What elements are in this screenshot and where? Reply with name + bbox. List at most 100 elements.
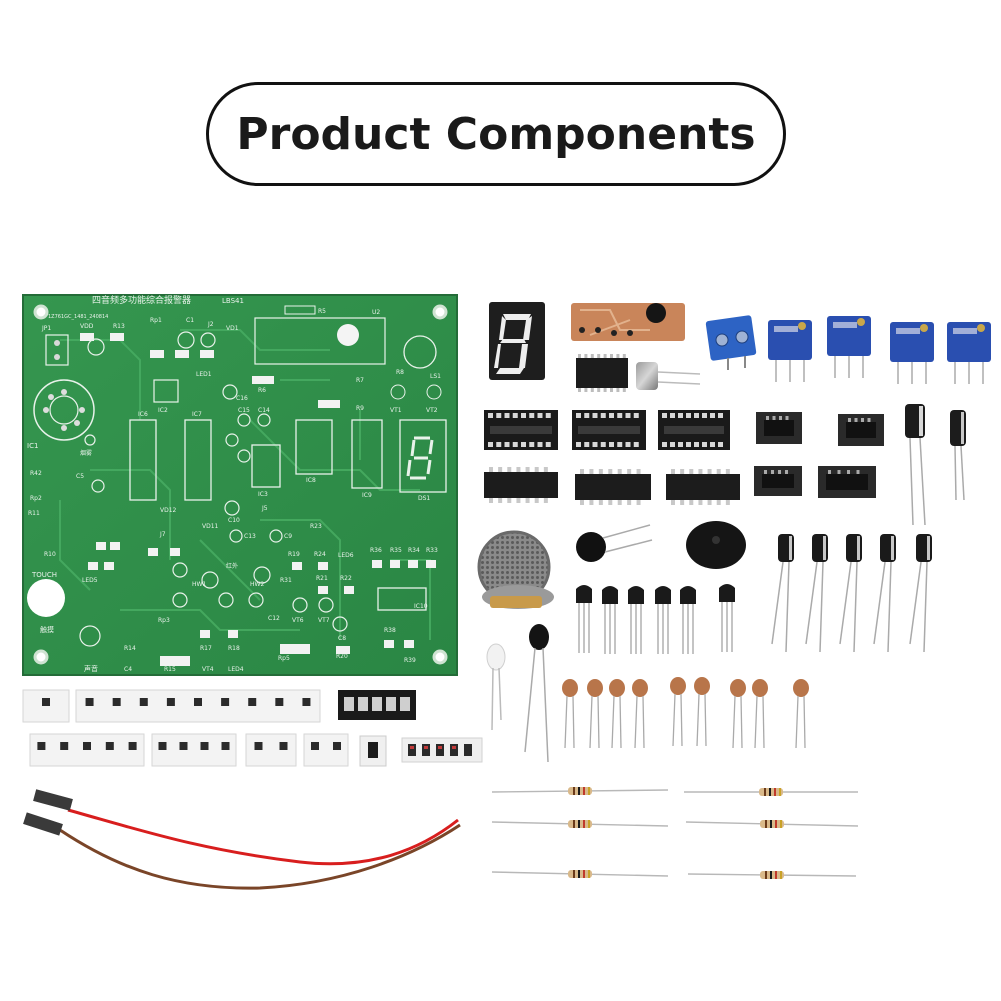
seven-segment-display: 8 <box>489 302 545 380</box>
label-r34: R34 <box>408 547 420 554</box>
label-j2: J2 <box>207 321 214 328</box>
smd-chip-in-tape <box>756 412 802 444</box>
svg-text:LS1: LS1 <box>430 373 441 380</box>
dip-chip <box>666 469 740 505</box>
svg-text:R5: R5 <box>318 308 326 315</box>
ceramic-capacitor <box>752 679 768 749</box>
electrolytic-capacitor <box>805 534 828 653</box>
axial-resistor <box>687 871 857 879</box>
label-ir-cn: 红外 <box>226 562 238 570</box>
axial-resistor <box>491 870 669 878</box>
svg-text:IC7: IC7 <box>192 411 202 418</box>
ic3-footprint: IC3 <box>251 444 281 498</box>
ic-socket <box>484 410 558 450</box>
label-vt7: VT7 <box>318 617 330 624</box>
dip-chips <box>484 467 740 505</box>
label-r20: R20 <box>336 653 348 660</box>
trimmer-pot <box>768 320 812 382</box>
label-ic1: IC1 <box>27 442 38 450</box>
label-c1: C1 <box>186 317 194 324</box>
electrolytic-capacitor <box>873 534 896 653</box>
svg-text:IC6: IC6 <box>138 411 148 418</box>
pcb-smd-pads <box>80 333 436 666</box>
label-c4: C4 <box>124 666 132 673</box>
label-r24: R24 <box>314 551 326 558</box>
jp1-connector: JP1 <box>41 325 69 366</box>
label-r6: R6 <box>258 387 266 394</box>
electrolytic-capacitors-large <box>905 404 966 526</box>
ls1-footprint: LS1 <box>403 335 441 380</box>
trimmer-pot <box>947 322 991 384</box>
label-hw1: HW1 <box>192 581 206 588</box>
label-r35: R35 <box>390 547 402 554</box>
ic-socket <box>658 410 730 450</box>
label-r15: R15 <box>164 666 176 673</box>
ic7-footprint: IC7 <box>184 411 212 501</box>
mount-hole <box>33 304 49 320</box>
pcb-board: 四音频多功能综合报警器 LBS41 1Z761GC_1481_240814 JP… <box>22 294 458 676</box>
axial-resistor <box>684 788 858 796</box>
ic8-footprint: IC8 <box>295 419 333 484</box>
ceramic-capacitor <box>670 677 686 747</box>
electrolytic-capacitor <box>839 534 862 653</box>
label-c9: C9 <box>284 533 292 540</box>
smd-chips-tape <box>754 412 884 498</box>
smd-chip-in-tape <box>754 466 802 496</box>
dupont-cable <box>23 789 461 890</box>
smd-chip-in-tape <box>838 414 884 446</box>
trimmer-pot <box>827 316 871 378</box>
ceramic-capacitor <box>632 679 648 749</box>
ir-receiver-led <box>524 624 549 763</box>
label-c16: C16 <box>236 395 248 402</box>
mount-hole <box>432 304 448 320</box>
label-c12: C12 <box>268 615 280 622</box>
label-vdd: VDD <box>80 323 94 330</box>
label-r13: R13 <box>113 323 125 330</box>
svg-text:DS1: DS1 <box>418 495 430 502</box>
electrolytic-capacitor <box>909 534 932 653</box>
label-j5: J5 <box>261 505 268 512</box>
label-r31: R31 <box>280 577 292 584</box>
label-vt6: VT6 <box>292 617 304 624</box>
title-text: Product Components <box>236 108 756 160</box>
label-r17: R17 <box>200 645 212 652</box>
ic6-footprint: IC6 <box>129 411 157 501</box>
sound-module-pcb <box>571 303 685 341</box>
transistors <box>576 584 735 654</box>
resistors <box>491 787 859 879</box>
svg-text:IC3: IC3 <box>258 491 268 498</box>
label-touch: TOUCH <box>31 571 57 579</box>
smd-chip-in-tape <box>818 466 876 498</box>
label-r22: R22 <box>340 575 352 582</box>
touch-pad-hole <box>27 579 65 617</box>
u2-footprint: U2 R5 <box>254 305 386 365</box>
label-led1: LED1 <box>196 371 212 378</box>
electrolytic-capacitor <box>771 534 794 653</box>
smd-resistor-strips <box>22 689 483 767</box>
svg-text:VT2: VT2 <box>426 407 438 414</box>
axial-resistor <box>685 820 859 828</box>
label-sound-cn: 声音 <box>84 664 98 673</box>
label-j7: J7 <box>159 531 166 538</box>
svg-text:IC10: IC10 <box>414 603 428 610</box>
label-r10: R10 <box>44 551 56 558</box>
led-clear <box>486 643 506 731</box>
ceramic-capacitor <box>562 679 578 749</box>
label-r8: R8 <box>396 369 404 376</box>
dip-chip <box>575 469 651 505</box>
smoke-sensor-footprint <box>33 379 95 441</box>
pcb-code: 1Z761GC_1481_240814 <box>48 314 108 320</box>
ceramic-capacitor <box>730 679 746 749</box>
sop-chip <box>576 354 628 392</box>
label-c5: C5 <box>76 473 84 480</box>
to92-transistor <box>655 586 671 654</box>
crystal-oscillator <box>636 362 701 390</box>
ic-sockets <box>484 410 730 450</box>
label-rp5: Rp5 <box>278 655 290 662</box>
ceramic-capacitor <box>694 677 710 747</box>
pcb-round-footprints <box>79 331 348 647</box>
to92-transistor <box>602 586 618 654</box>
vt2-footprint: VT2 <box>426 384 442 414</box>
label-r33: R33 <box>426 547 438 554</box>
trimmer-pot <box>890 322 934 384</box>
